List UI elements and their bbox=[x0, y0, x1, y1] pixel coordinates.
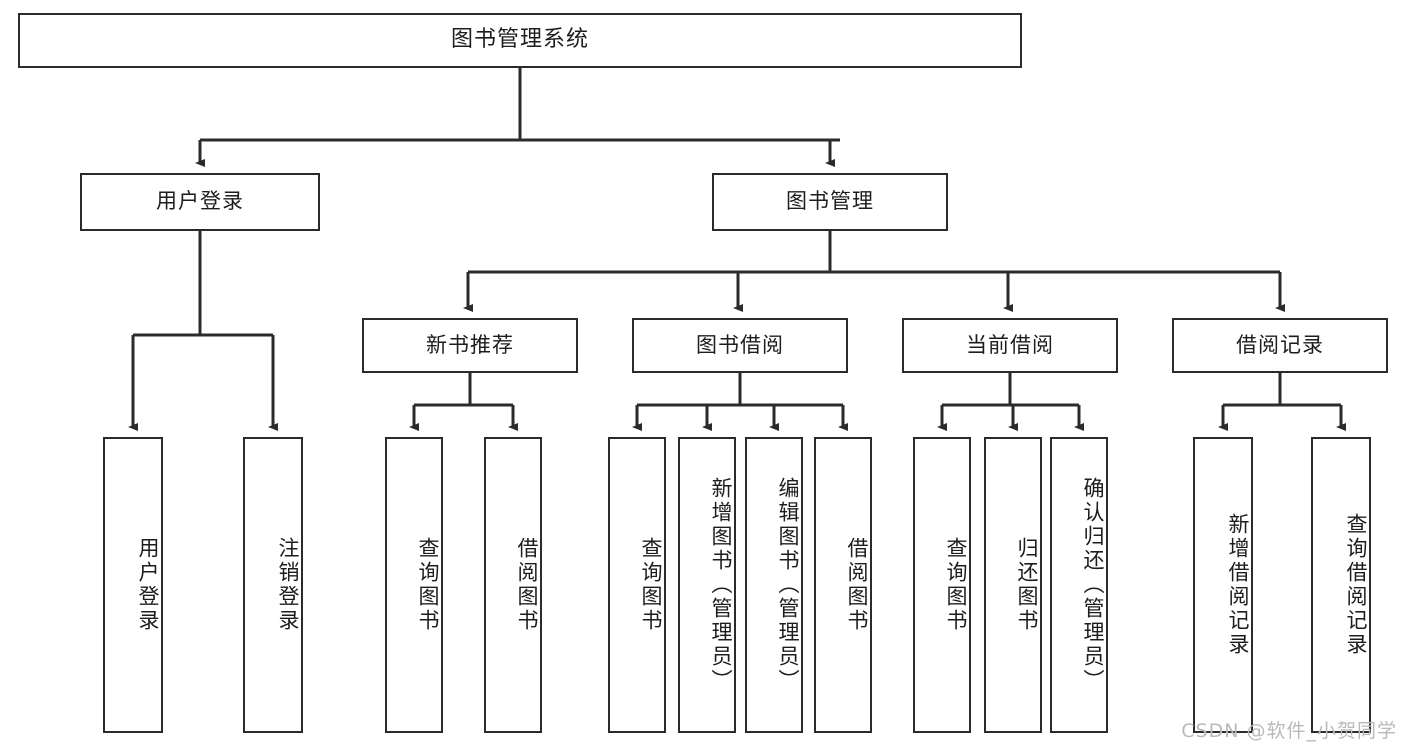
leaf-user-login[interactable]: 用户登录 bbox=[103, 437, 163, 733]
node-borrow-record[interactable]: 借阅记录 bbox=[1172, 318, 1388, 373]
node-borrow-record-label: 借阅记录 bbox=[1236, 332, 1324, 357]
leaf-label: 确认归还（管理员） bbox=[1081, 477, 1105, 693]
leaf-borrow-book-bb[interactable]: 借阅图书 bbox=[814, 437, 872, 733]
leaf-return-book[interactable]: 归还图书 bbox=[984, 437, 1042, 733]
node-new-book-recommend-label: 新书推荐 bbox=[426, 332, 514, 357]
leaf-label: 注销登录 bbox=[276, 537, 300, 633]
leaf-label: 新增图书（管理员） bbox=[709, 477, 733, 693]
leaf-query-book-cb[interactable]: 查询图书 bbox=[913, 437, 971, 733]
node-current-borrow[interactable]: 当前借阅 bbox=[902, 318, 1118, 373]
node-root-label: 图书管理系统 bbox=[450, 27, 589, 53]
node-new-book-recommend[interactable]: 新书推荐 bbox=[362, 318, 578, 373]
node-root[interactable]: 图书管理系统 bbox=[18, 13, 1022, 68]
leaf-label: 借阅图书 bbox=[845, 537, 869, 633]
leaf-label: 编辑图书（管理员） bbox=[776, 477, 800, 693]
leaf-query-book-bb[interactable]: 查询图书 bbox=[608, 437, 666, 733]
leaf-label: 查询图书 bbox=[944, 537, 968, 633]
leaf-label: 查询图书 bbox=[639, 537, 663, 633]
node-user-login-label: 用户登录 bbox=[156, 189, 244, 214]
leaf-edit-book-admin[interactable]: 编辑图书（管理员） bbox=[745, 437, 803, 733]
node-book-management[interactable]: 图书管理 bbox=[712, 173, 948, 231]
leaf-label: 用户登录 bbox=[136, 537, 160, 633]
leaf-label: 归还图书 bbox=[1015, 537, 1039, 633]
leaf-label: 查询借阅记录 bbox=[1344, 513, 1368, 657]
leaf-confirm-return-admin[interactable]: 确认归还（管理员） bbox=[1050, 437, 1108, 733]
node-current-borrow-label: 当前借阅 bbox=[966, 332, 1054, 357]
node-book-borrow-label: 图书借阅 bbox=[696, 332, 784, 357]
node-user-login[interactable]: 用户登录 bbox=[80, 173, 320, 231]
node-book-borrow[interactable]: 图书借阅 bbox=[632, 318, 848, 373]
csdn-watermark: CSDN @软件_小贺同学 bbox=[1181, 720, 1397, 742]
node-book-management-label: 图书管理 bbox=[786, 189, 874, 214]
leaf-query-book-nb[interactable]: 查询图书 bbox=[385, 437, 443, 733]
leaf-label: 新增借阅记录 bbox=[1226, 513, 1250, 657]
leaf-query-borrow-record[interactable]: 查询借阅记录 bbox=[1311, 437, 1371, 733]
leaf-borrow-book-nb[interactable]: 借阅图书 bbox=[484, 437, 542, 733]
leaf-add-book-admin[interactable]: 新增图书（管理员） bbox=[678, 437, 736, 733]
leaf-add-borrow-record[interactable]: 新增借阅记录 bbox=[1193, 437, 1253, 733]
leaf-label: 查询图书 bbox=[416, 537, 440, 633]
leaf-label: 借阅图书 bbox=[515, 537, 539, 633]
leaf-logout[interactable]: 注销登录 bbox=[243, 437, 303, 733]
